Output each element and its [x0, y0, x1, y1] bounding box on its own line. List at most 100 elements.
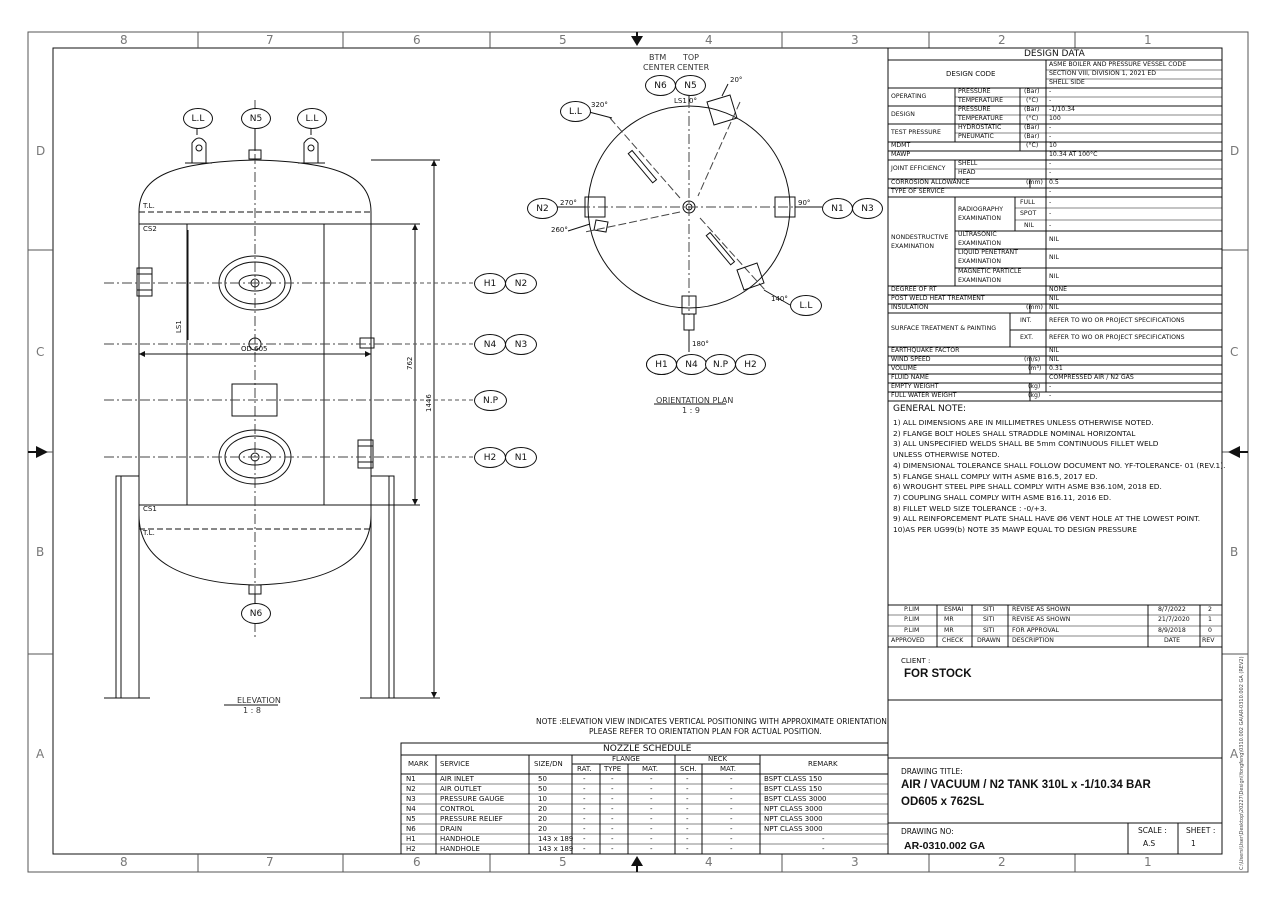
- row-label: NONDESTRUCTIVE: [891, 234, 949, 241]
- row-label: WIND SPEED: [891, 356, 931, 363]
- table-cell: 143 x 189: [538, 835, 574, 843]
- zone-label: D: [36, 144, 46, 158]
- column-header: REMARK: [808, 760, 838, 768]
- revision-cell: SITI: [983, 606, 995, 613]
- table-cell: CONTROL: [440, 805, 475, 813]
- table-cell: BSPT CLASS 3000: [764, 795, 827, 803]
- unit: (m/s): [1024, 356, 1041, 363]
- zone-label: D: [1230, 144, 1240, 158]
- revision-cell: MR: [944, 616, 954, 624]
- revision-header: REV: [1202, 637, 1215, 644]
- value: -: [1049, 97, 1052, 104]
- value: NONE: [1049, 286, 1068, 293]
- column-header: NECK: [708, 755, 728, 763]
- revision-cell: REVISE AS SHOWN: [1012, 616, 1071, 624]
- table-cell: -: [611, 825, 614, 833]
- value: NIL: [1049, 254, 1059, 261]
- column-header: SIZE/DN: [534, 760, 563, 768]
- column-header: MAT.: [642, 765, 658, 773]
- table-cell: H1: [406, 835, 416, 843]
- row-label: HEAD: [958, 169, 976, 176]
- zone-label: 2: [998, 33, 1006, 47]
- table-cell: -: [686, 815, 689, 823]
- row-label: EARTHQUAKE FACTOR: [891, 347, 960, 354]
- general-note-item: 9) ALL REINFORCEMENT PLATE SHALL HAVE Ø6…: [893, 514, 1201, 524]
- dimension-1446: 1446: [425, 394, 433, 412]
- table-cell: NPT CLASS 3000: [764, 815, 823, 823]
- tl-label: T.L.: [143, 529, 155, 537]
- drawing-title: OD605 x 762SL: [901, 796, 985, 808]
- table-cell: -: [583, 815, 586, 823]
- table-cell: N1: [406, 775, 416, 783]
- table-cell: PRESSURE GAUGE: [440, 795, 505, 803]
- table-cell: -: [730, 805, 733, 813]
- dimension-762: 762: [406, 356, 414, 370]
- row-label: LIQUID PENETRANT: [958, 249, 1018, 256]
- value: 100: [1049, 115, 1061, 122]
- value: -: [1049, 383, 1052, 390]
- unit: (°C): [1026, 115, 1039, 122]
- elevation-scale: 1 : 8: [243, 706, 261, 715]
- table-cell: BSPT CLASS 150: [764, 785, 823, 793]
- table-cell: -: [686, 785, 689, 793]
- revision-cell: 0: [1208, 626, 1212, 634]
- value: NIL: [1049, 304, 1059, 311]
- general-note-item: 7) COUPLING SHALL COMPLY WITH ASME B16.1…: [893, 492, 1112, 502]
- row-label: PRESSURE: [958, 106, 991, 113]
- row-label: VOLUME: [891, 365, 917, 372]
- value: 10: [1049, 142, 1057, 149]
- callout-bubble: N3: [852, 198, 883, 219]
- table-cell: -: [822, 845, 825, 853]
- table-cell: -: [730, 815, 733, 823]
- angle-label: 140°: [771, 295, 788, 303]
- table-cell: N5: [406, 815, 416, 823]
- callout-bubble: N.P: [474, 390, 507, 411]
- top-label: CENTER: [677, 63, 710, 72]
- table-cell: HANDHOLE: [440, 835, 480, 843]
- nozzle-schedule-title: NOZZLE SCHEDULE: [603, 744, 692, 754]
- zone-label: 5: [559, 33, 567, 47]
- row-label: EXAMINATION: [958, 215, 1002, 222]
- callout-bubble: N.P: [705, 354, 736, 375]
- row-label: SURFACE TREATMENT & PAINTING: [891, 325, 997, 332]
- revision-cell: 2: [1208, 606, 1212, 613]
- zone-label: 3: [851, 33, 859, 47]
- row-label: NIL: [1024, 222, 1034, 229]
- revision-header: DRAWN: [977, 637, 1001, 644]
- row-label: FLUID NAME: [891, 374, 929, 381]
- table-cell: -: [686, 845, 689, 853]
- table-cell: 50: [538, 785, 547, 793]
- zone-label: 4: [705, 855, 713, 869]
- general-note-item: 2) FLANGE BOLT HOLES SHALL STRADDLE NOMI…: [893, 428, 1136, 438]
- row-label: TYPE OF SERVICE: [891, 188, 945, 195]
- callout-bubble: H2: [474, 447, 506, 468]
- table-cell: -: [686, 775, 689, 783]
- row-label: MAWP: [891, 151, 911, 158]
- client-label: CLIENT :: [901, 657, 931, 665]
- unit: (Bar): [1024, 88, 1040, 95]
- zone-label: 8: [120, 33, 128, 47]
- zone-label: C: [36, 345, 45, 359]
- zone-label: A: [1230, 747, 1239, 761]
- zone-label: 3: [851, 855, 859, 869]
- column-header: TYPE: [604, 765, 622, 773]
- unit: (kg): [1028, 392, 1041, 399]
- row-label: MDMT: [891, 142, 911, 149]
- row-label: DEGREE OF RT: [891, 286, 937, 293]
- value: -: [1049, 160, 1052, 167]
- value: REFER TO WO OR PROJECT SPECIFICATIONS: [1049, 317, 1185, 324]
- table-cell: -: [611, 775, 614, 783]
- table-cell: -: [650, 835, 653, 843]
- drawing-title-label: DRAWING TITLE:: [901, 767, 963, 776]
- top-label: CENTER: [643, 63, 676, 72]
- scale-label: SCALE :: [1138, 826, 1167, 835]
- table-cell: H2: [406, 845, 416, 853]
- table-cell: -: [686, 795, 689, 803]
- row-label: MAGNETIC PARTICLE: [958, 268, 1022, 275]
- elevation-note: NOTE :ELEVATION VIEW INDICATES VERTICAL …: [536, 717, 890, 726]
- general-note-item: 10)AS PER UG99(b) NOTE 35 MAWP EQUAL TO …: [893, 525, 1137, 534]
- table-cell: DRAIN: [440, 825, 463, 833]
- revision-cell: P.LIM: [904, 626, 920, 634]
- callout-bubble: L.L: [297, 108, 327, 129]
